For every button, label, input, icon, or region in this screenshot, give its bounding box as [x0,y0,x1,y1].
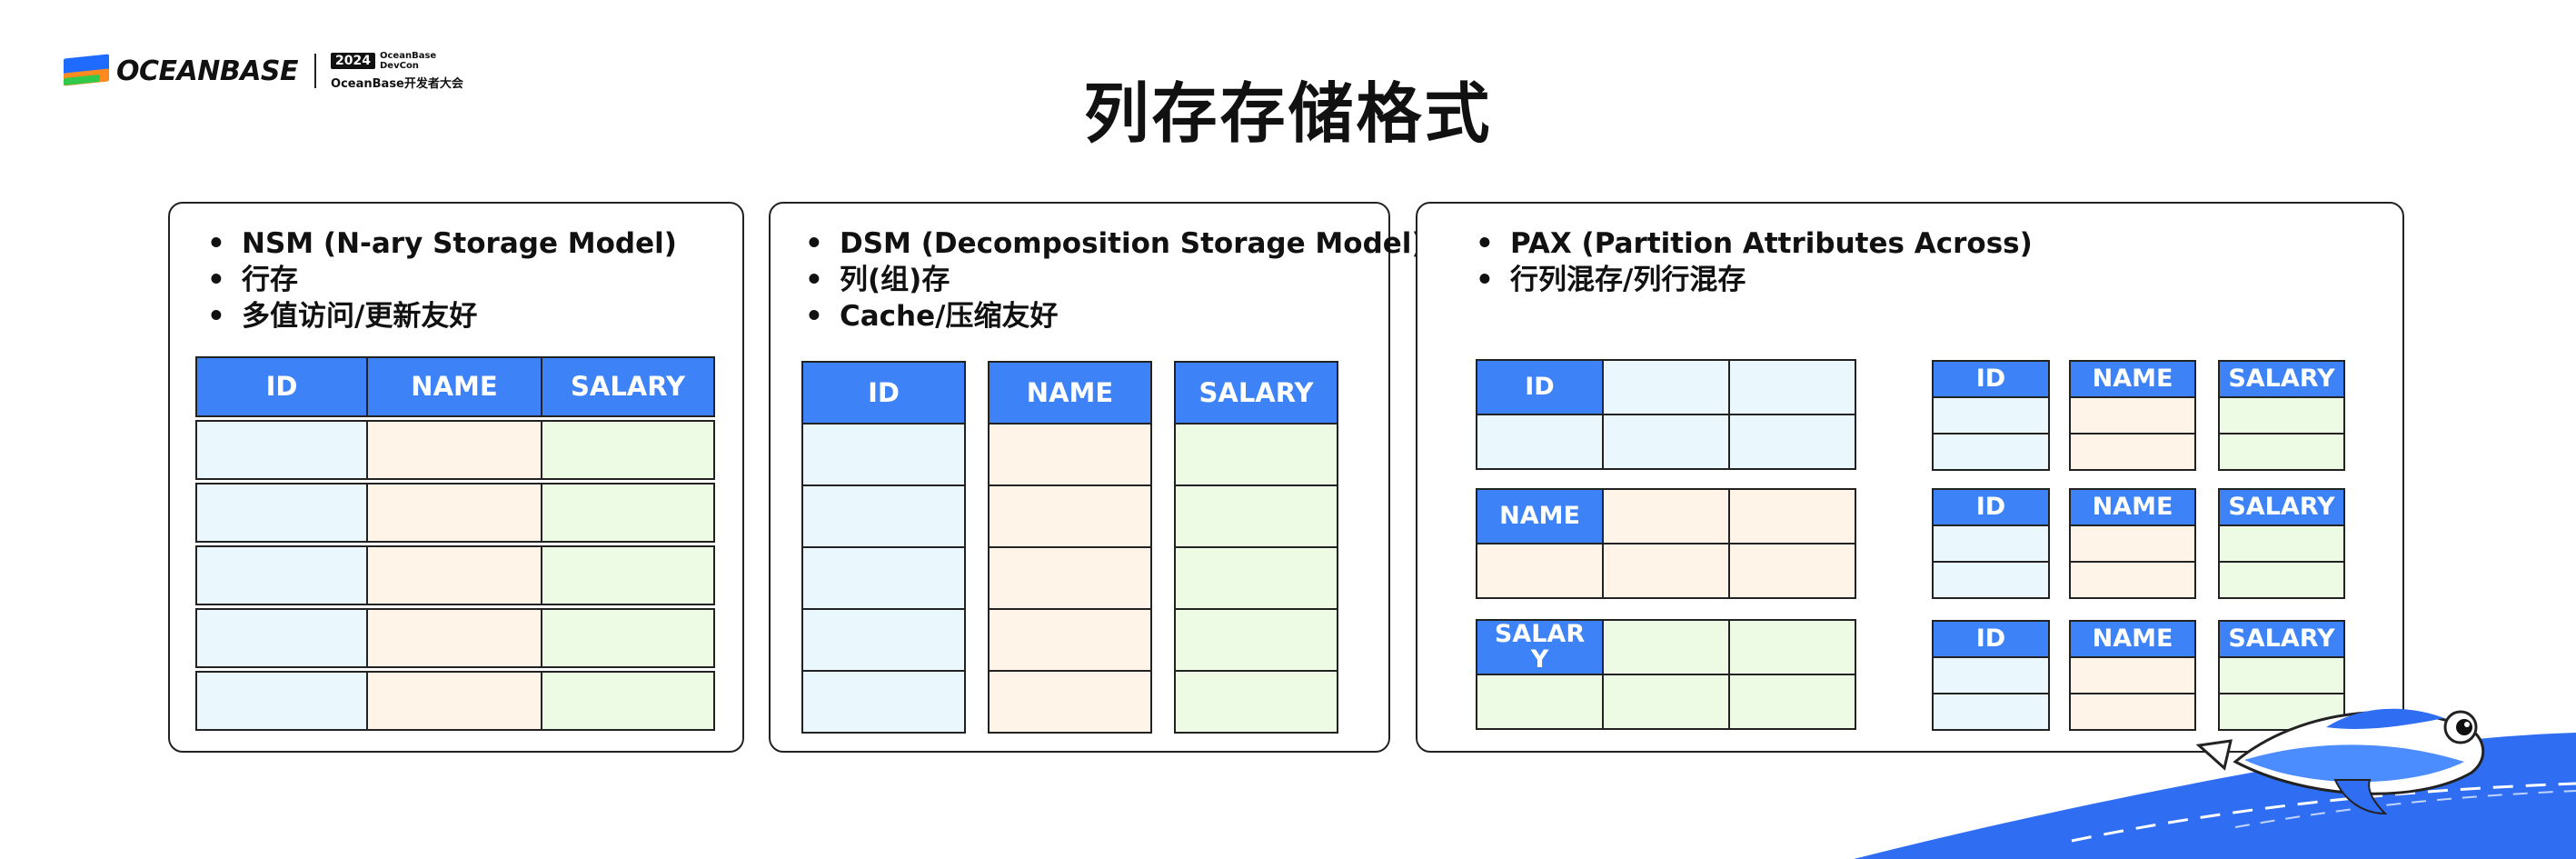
nsm-bullet: 行存 [200,262,677,298]
nsm-header-id: ID [195,356,368,417]
pax-left-cell [1728,414,1856,470]
dsm-cell [801,670,966,734]
event-name-line2: DevCon [380,61,419,71]
pax-right-cell [1932,561,2050,599]
logo-divider [314,54,317,88]
nsm-header-salary: SALARY [541,356,715,417]
nsm-cell [195,420,368,480]
pax-left-cell [1602,359,1730,415]
pax-left-header-id: ID [1476,359,1604,415]
dsm-header-name: NAME [988,361,1152,425]
pax-right-header: NAME [2069,620,2196,658]
pax-right-cell [2069,693,2196,731]
dsm-cell [988,670,1152,734]
dsm-header-salary: SALARY [1174,361,1338,425]
nsm-cell [195,483,368,543]
dsm-bullets: DSM (Decomposition Storage Model) 列(组)存 … [798,225,1425,335]
pax-right-header: SALARY [2218,620,2345,658]
nsm-cell [541,608,715,668]
nsm-cell [541,545,715,605]
dsm-cell [801,546,966,610]
pax-left-cell [1602,543,1730,599]
pax-right-header: SALARY [2218,360,2345,398]
pax-left-cell [1476,543,1604,599]
dsm-cell [801,608,966,672]
pax-right-cell [2218,433,2345,471]
dsm-cell [1174,484,1338,548]
pax-bullet: PAX (Partition Attributes Across) [1468,225,2033,262]
dsm-cell [988,608,1152,672]
pax-right-cell [1932,693,2050,731]
dsm-bullet: 列(组)存 [798,262,1425,298]
pax-right-cell [2218,524,2345,563]
nsm-cell [366,545,542,605]
pax-left-header-salary: SALARY [1476,619,1604,675]
pax-right-header: SALARY [2218,488,2345,526]
pax-left-cell [1602,414,1730,470]
pax-right-cell [2218,561,2345,599]
event-name-line1: OceanBase [380,51,437,61]
pax-left-cell [1602,488,1730,544]
nsm-cell [541,483,715,543]
nsm-header-name: NAME [366,356,542,417]
nsm-cell [366,483,542,543]
pax-bullets: PAX (Partition Attributes Across) 行列混存/列… [1468,225,2033,298]
event-name: OceanBase DevCon [380,51,436,71]
nsm-cell [366,671,542,731]
pax-right-cell [1932,396,2050,434]
dsm-bullet: DSM (Decomposition Storage Model) [798,225,1425,262]
event-badge: 2024 OceanBase DevCon OceanBase开发者大会 [331,51,463,91]
pax-right-cell [2069,396,2196,434]
nsm-bullet: 多值访问/更新友好 [200,298,677,335]
dsm-header-id: ID [801,361,966,425]
pax-right-cell [2069,433,2196,471]
dsm-bullet: Cache/压缩友好 [798,298,1425,335]
pax-left-cell [1728,674,1856,730]
dsm-cell [988,546,1152,610]
nsm-bullet: NSM (N-ary Storage Model) [200,225,677,262]
event-subtitle: OceanBase开发者大会 [331,77,463,91]
pax-right-cell [2069,561,2196,599]
nsm-cell [541,420,715,480]
nsm-cell [195,545,368,605]
nsm-cell [541,671,715,731]
pax-left-header-name: NAME [1476,488,1604,544]
nsm-cell [195,671,368,731]
pax-left-cell [1476,674,1604,730]
logo-text: OCEANBASE [116,55,299,87]
pax-right-header: ID [1932,488,2050,526]
pax-right-header: ID [1932,360,2050,398]
dsm-cell [1174,670,1338,734]
nsm-cell [366,608,542,668]
nsm-bullets: NSM (N-ary Storage Model) 行存 多值访问/更新友好 [200,225,677,335]
oceanbase-logo: OCEANBASE 2024 OceanBase DevCon OceanBas… [64,51,463,91]
pax-right-header: ID [1932,620,2050,658]
event-year: 2024 [331,53,375,69]
page-title: 列存存储格式 [1083,75,1493,152]
pax-left-cell [1602,674,1730,730]
pax-left-cell [1728,543,1856,599]
pax-bullet: 行列混存/列行混存 [1468,262,2033,298]
pax-right-cell [1932,433,2050,471]
